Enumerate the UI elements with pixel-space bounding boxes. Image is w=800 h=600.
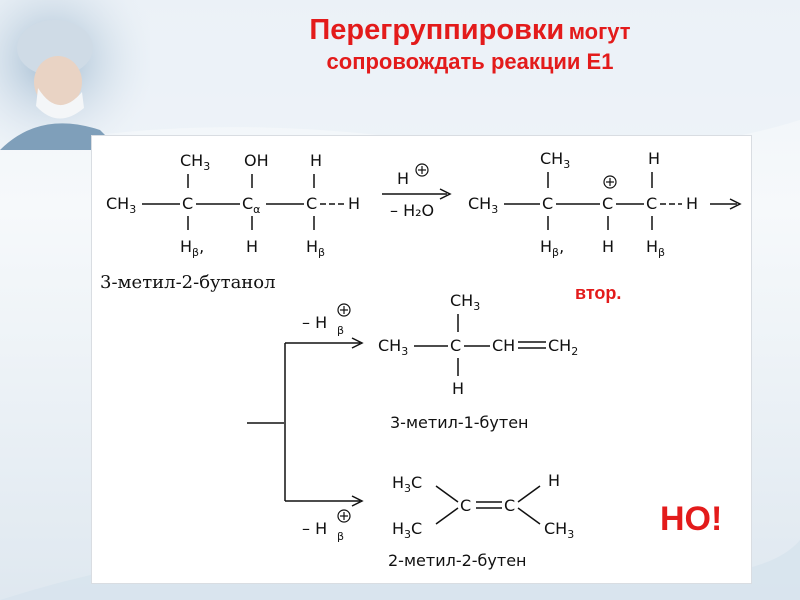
svg-text:C: C — [460, 496, 471, 515]
svg-text:H: H — [452, 379, 464, 398]
reaction-arrow-1: H – H₂O — [382, 163, 452, 220]
elim-sub-top: β — [337, 324, 344, 337]
slide-title: Перегруппировки могут сопровождать реакц… — [190, 12, 750, 76]
elimination-label-top: – H β — [302, 303, 351, 337]
reactant-structure: CH3 OH H CH3 C Cα C H Hβ, H Hβ — [106, 151, 360, 259]
reactant-name: 3-метил-2-бутанол — [100, 272, 276, 293]
svg-text:CH2: CH2 — [548, 336, 578, 358]
svg-text:H3C: H3C — [392, 519, 422, 541]
svg-text:C: C — [450, 336, 461, 355]
svg-text:H: H — [348, 194, 360, 213]
product1-structure: CH3 CH3 C CH CH2 H — [378, 291, 578, 398]
svg-text:C: C — [646, 194, 657, 213]
carbocation-structure: CH3 H CH3 C C C H Hβ, H Hβ — [468, 149, 742, 259]
svg-text:C: C — [602, 194, 613, 213]
branch-arrows — [247, 337, 364, 507]
svg-text:C: C — [542, 194, 553, 213]
product2-structure: H3C H3C C C H CH3 — [392, 471, 574, 541]
svg-text:Hβ,: Hβ, — [540, 237, 564, 259]
product1-name: 3-метил-1-бутен — [390, 413, 529, 432]
svg-text:C: C — [306, 194, 317, 213]
title-part2: могут — [568, 19, 631, 44]
svg-text:C: C — [504, 496, 515, 515]
elimination-label-bottom: – H β — [302, 509, 351, 543]
elim-sub-bottom: β — [337, 530, 344, 543]
svg-text:H: H — [246, 237, 258, 256]
reagent-proton: H — [397, 169, 409, 188]
svg-text:H: H — [602, 237, 614, 256]
svg-text:H: H — [548, 471, 560, 490]
svg-text:CH3: CH3 — [180, 151, 210, 173]
title-line2: сопровождать реакции Е1 — [326, 49, 614, 75]
but-label: НО! — [660, 500, 723, 538]
svg-text:CH3: CH3 — [468, 194, 498, 216]
elim-label-top: – H — [302, 313, 327, 332]
product2-name: 2-метил-2-бутен — [388, 551, 527, 570]
elim-label-bottom: – H — [302, 519, 327, 538]
svg-text:CH3: CH3 — [540, 149, 570, 171]
svg-text:Cα: Cα — [242, 194, 260, 216]
surgeon-photo — [0, 0, 150, 150]
svg-text:OH: OH — [244, 151, 269, 170]
reaction-scheme-panel: CH3 OH H CH3 C Cα C H Hβ, H Hβ 3-метил-2… — [91, 135, 752, 584]
secondary-cation-label: втор. — [575, 283, 622, 303]
svg-text:CH3: CH3 — [378, 336, 408, 358]
svg-text:H3C: H3C — [392, 473, 422, 495]
svg-text:CH3: CH3 — [106, 194, 136, 216]
svg-text:Hβ,: Hβ, — [180, 237, 204, 259]
svg-text:CH: CH — [492, 336, 515, 355]
title-part1: Перегруппировки — [309, 14, 565, 46]
svg-text:C: C — [182, 194, 193, 213]
svg-text:H: H — [686, 194, 698, 213]
svg-text:Hβ: Hβ — [306, 237, 325, 259]
svg-text:CH3: CH3 — [450, 291, 480, 313]
reaction-scheme: CH3 OH H CH3 C Cα C H Hβ, H Hβ 3-метил-2… — [100, 149, 742, 570]
svg-text:Hβ: Hβ — [646, 237, 665, 259]
svg-text:CH3: CH3 — [544, 519, 574, 541]
reagent-water-loss: – H₂O — [390, 201, 434, 220]
svg-text:H: H — [310, 151, 322, 170]
svg-text:H: H — [648, 149, 660, 168]
